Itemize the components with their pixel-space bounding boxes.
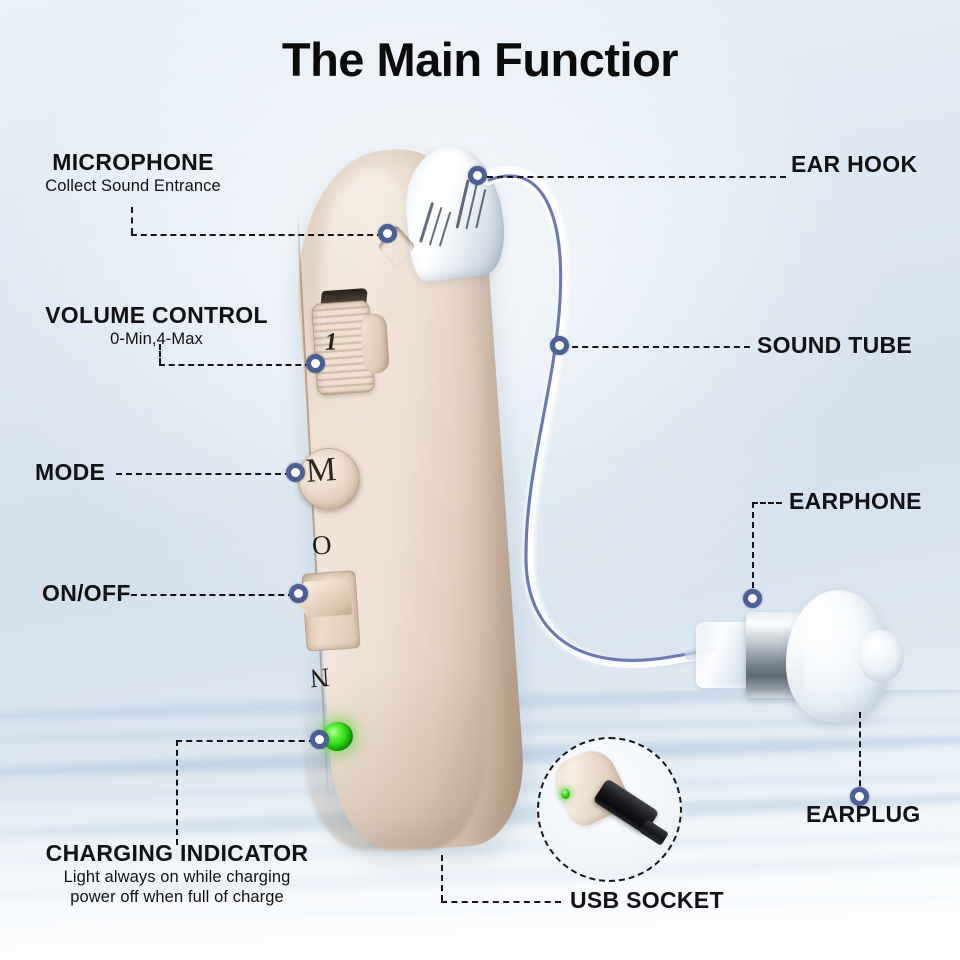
callout-microphone-sub: Collect Sound Entrance <box>45 176 221 195</box>
callout-earplug: EARPLUG <box>806 801 921 828</box>
leader-usb-horizontal <box>441 901 561 903</box>
earplug-tip <box>858 630 904 682</box>
marker-dot-sound-tube <box>550 336 569 355</box>
mode-button-letter: M <box>304 450 338 491</box>
usb-socket-inset <box>537 737 682 882</box>
leader-soundtube-horizontal <box>562 346 750 348</box>
marker-dot-earphone <box>743 589 762 608</box>
callout-volume-control-heading: VOLUME CONTROL <box>45 302 268 328</box>
callout-on-off: ON/OFF <box>42 580 131 607</box>
leader-charging-horizontal <box>176 740 315 742</box>
leader-microphone-horizontal <box>131 234 383 236</box>
leader-earplug-vertical <box>859 712 861 796</box>
leader-usb-vertical <box>441 855 443 901</box>
callout-earphone: EARPHONE <box>789 488 922 515</box>
callout-usb-socket: USB SOCKET <box>570 887 724 914</box>
callout-charging-indicator-sub: Light always on while charging <box>63 867 291 886</box>
callout-microphone: MICROPHONE Collect Sound Entrance <box>28 149 238 196</box>
callout-earplug-heading: EARPLUG <box>806 801 921 827</box>
marker-dot-mode <box>286 463 305 482</box>
callout-usb-socket-heading: USB SOCKET <box>570 887 724 913</box>
callout-mode: MODE <box>35 459 106 486</box>
usb-charging-led <box>561 789 570 799</box>
marker-dot-earplug <box>850 787 869 806</box>
callout-ear-hook-heading: EAR HOOK <box>791 151 918 177</box>
device-bottom-shading <box>304 670 484 850</box>
marker-dot-microphone <box>378 224 397 243</box>
volume-control-dial: 1 <box>298 287 391 402</box>
switch-on-letter: O <box>310 529 333 561</box>
marker-dot-on-off <box>289 584 308 603</box>
leader-volume-horizontal <box>159 364 311 366</box>
marker-dot-ear-hook <box>468 166 487 185</box>
leader-microphone-vertical <box>131 207 133 234</box>
marker-dot-charging-indicator <box>310 730 329 749</box>
leader-earhook-horizontal <box>487 176 786 178</box>
leader-earphone-vertical <box>752 502 754 598</box>
on-off-switch <box>291 570 368 653</box>
volume-dial-value: 1 <box>324 328 338 356</box>
hearing-aid-device: 1 M O N <box>286 140 529 856</box>
callout-on-off-heading: ON/OFF <box>42 580 131 606</box>
callout-mode-heading: MODE <box>35 459 106 485</box>
callout-charging-indicator: CHARGING INDICATOR Light always on while… <box>18 840 336 908</box>
callout-ear-hook: EAR HOOK <box>791 151 918 178</box>
callout-microphone-heading: MICROPHONE <box>52 149 214 175</box>
callout-charging-indicator-sub2: power off when full of charge <box>70 888 284 907</box>
callout-sound-tube-heading: SOUND TUBE <box>757 332 913 358</box>
leader-volume-vertical <box>159 344 161 364</box>
callout-volume-control-sub: 0-Min,4-Max <box>110 329 203 348</box>
switch-off-letter: N <box>309 662 331 694</box>
leader-onoff-horizontal <box>131 594 294 596</box>
callout-earphone-heading: EARPHONE <box>789 488 922 514</box>
leader-earphone-horizontal <box>752 502 782 504</box>
callout-sound-tube: SOUND TUBE <box>757 332 913 359</box>
marker-dot-volume-control <box>306 354 325 373</box>
leader-charging-vertical <box>176 740 178 845</box>
leader-mode-horizontal <box>116 473 291 475</box>
volume-tab <box>359 312 391 375</box>
earphone-assembly <box>690 588 910 758</box>
callout-charging-indicator-heading: CHARGING INDICATOR <box>45 840 309 866</box>
page-title: The Main Functior <box>281 33 679 86</box>
callout-volume-control: VOLUME CONTROL 0-Min,4-Max <box>24 302 289 349</box>
